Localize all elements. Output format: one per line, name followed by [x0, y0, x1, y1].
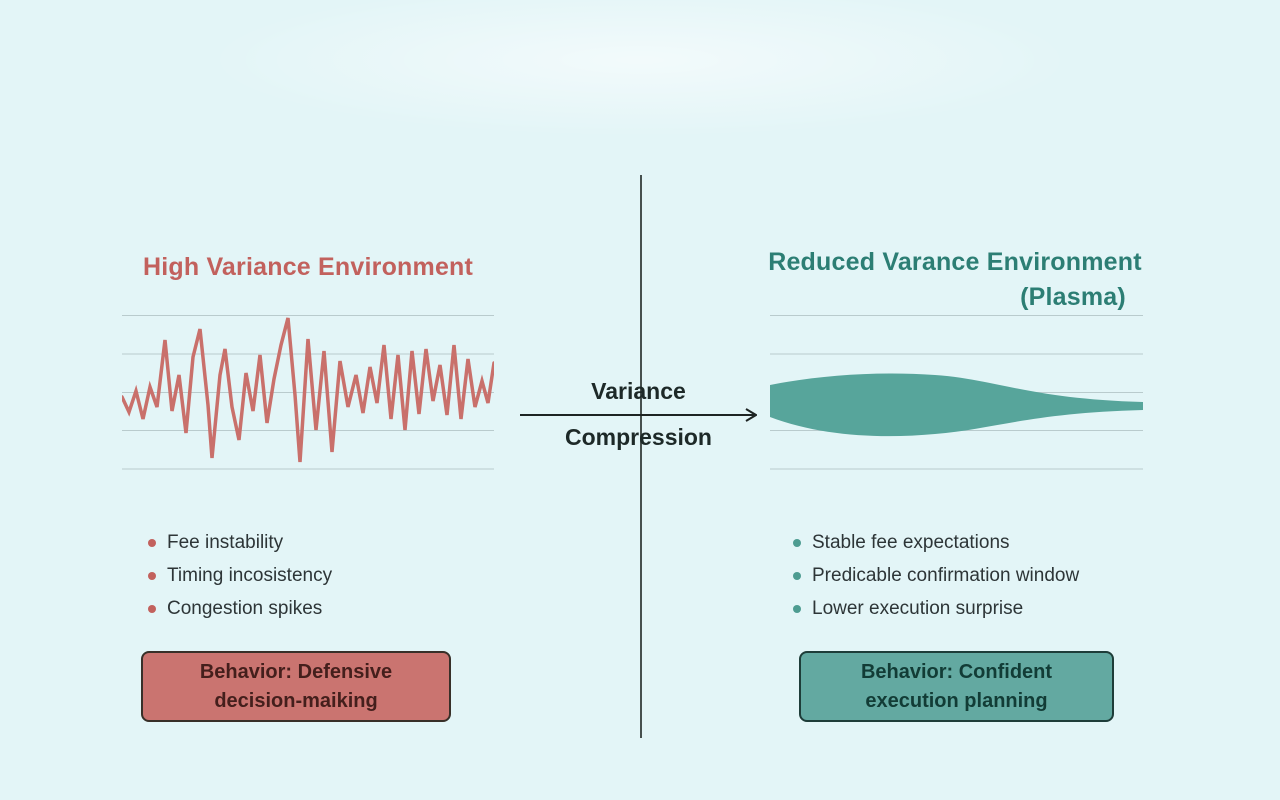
- right-title-line: Reduced Varance Environment: [768, 247, 1142, 276]
- list-item: Congestion spikes: [148, 592, 332, 625]
- bullet-dot-icon: [148, 571, 156, 580]
- bullet-label: Congestion spikes: [167, 597, 323, 619]
- bullet-label: Stable fee expectations: [812, 531, 1010, 553]
- right-arrow-icon: [520, 408, 757, 422]
- compression-text: Compression: [565, 424, 712, 450]
- reduced-variance-chart: [770, 315, 1143, 470]
- right-column-title: Reduced Varance Environment (Plasma): [745, 245, 1165, 315]
- list-item: Timing incosistency: [148, 559, 332, 592]
- variance-text: Variance: [591, 378, 686, 404]
- left-column-title: High Variance Environment: [142, 252, 474, 281]
- left-behavior-label: Behavior: Defensive decision-maiking: [199, 660, 393, 712]
- variance-compression-label: Variance Compression: [520, 379, 757, 450]
- bullet-label: Timing incosistency: [167, 564, 333, 586]
- bullet-label: Predicable confirmation window: [812, 564, 1080, 586]
- list-item: Stable fee expectations: [793, 526, 1079, 559]
- list-item: Predicable confirmation window: [793, 559, 1079, 592]
- list-item: Lower execution surprise: [793, 592, 1079, 625]
- right-behavior-label: Behavior: Confident execution planning: [860, 660, 1053, 712]
- bullet-dot-icon: [793, 538, 801, 547]
- top-sheen: [0, 0, 1280, 160]
- right-behavior-box: Behavior: Confident execution planning: [799, 651, 1114, 722]
- left-bullet-list: Fee instability Timing incosistency Cong…: [148, 526, 332, 625]
- list-item: Fee instability: [148, 526, 332, 559]
- left-behavior-box: Behavior: Defensive decision-maiking: [141, 651, 451, 722]
- bullet-dot-icon: [148, 604, 156, 613]
- right-bullet-list: Stable fee expectations Predicable confi…: [793, 526, 1079, 625]
- bullet-dot-icon: [793, 571, 801, 580]
- high-variance-chart: [122, 315, 494, 470]
- bullet-label: Fee instability: [167, 531, 284, 553]
- bullet-dot-icon: [793, 604, 801, 613]
- bullet-label: Lower execution surprise: [812, 597, 1024, 619]
- right-title-subtitle: (Plasma): [1020, 282, 1126, 311]
- center-divider: [640, 175, 642, 738]
- bullet-dot-icon: [148, 538, 156, 547]
